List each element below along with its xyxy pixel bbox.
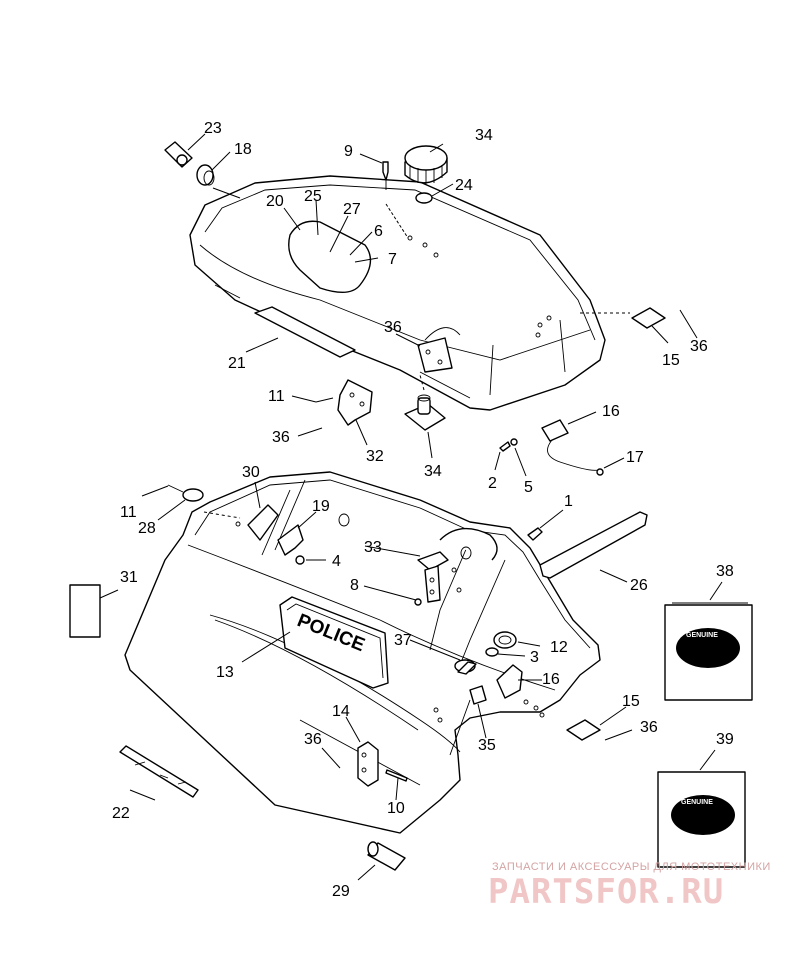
trim-26 <box>539 511 648 579</box>
callout-15-upper: 15 <box>662 352 680 369</box>
callout-10: 10 <box>387 800 405 817</box>
callout-34-upper: 34 <box>475 127 493 144</box>
callout-37: 37 <box>394 632 412 649</box>
saddlebag-lid <box>189 175 606 411</box>
callout-21: 21 <box>228 355 246 372</box>
callout-22: 22 <box>112 805 130 822</box>
screw-9 <box>382 161 389 190</box>
callout-3: 3 <box>530 649 539 666</box>
watermark-logo: PARTSFOR.RU <box>488 872 725 912</box>
weatherstrip-21 <box>254 306 356 358</box>
knob-34 <box>404 145 448 185</box>
callout-18: 18 <box>234 141 252 158</box>
callout-30: 30 <box>242 464 260 481</box>
washer-5 <box>510 438 518 446</box>
callout-4: 4 <box>332 553 341 570</box>
callout-35: 35 <box>478 737 496 754</box>
callout-36-lower: 36 <box>640 719 658 736</box>
grommet-12 <box>493 631 517 649</box>
callout-33: 33 <box>364 539 382 556</box>
nut-8 <box>414 598 422 606</box>
callout-26: 26 <box>630 577 648 594</box>
genuine-sub-38: MOTOR PARTS <box>690 660 727 666</box>
genuine-brand-38: GENUINE <box>686 632 718 639</box>
callout-6: 6 <box>374 223 383 240</box>
plate-15-upper <box>631 307 666 329</box>
key-lock-37 <box>454 659 477 675</box>
part-3 <box>485 647 499 657</box>
callout-9: 9 <box>344 143 353 160</box>
callout-12: 12 <box>550 639 568 656</box>
plate-15-lower <box>566 719 601 741</box>
callout-14: 14 <box>332 703 350 720</box>
callout-5: 5 <box>524 479 533 496</box>
switch-16 <box>541 419 604 476</box>
callout-13: 13 <box>216 664 234 681</box>
callout-28: 28 <box>138 520 156 537</box>
spacer-24 <box>415 192 433 204</box>
screw-2 <box>499 441 511 452</box>
clip-29 <box>367 841 406 871</box>
decal-31 <box>69 584 101 638</box>
callout-24: 24 <box>455 177 473 194</box>
nut-4 <box>295 555 305 565</box>
callout-36-bracket: 36 <box>272 429 290 446</box>
screw-11-lower <box>167 484 184 493</box>
callout-39: 39 <box>716 731 734 748</box>
callout-1: 1 <box>564 493 573 510</box>
pin-10 <box>385 769 408 782</box>
callout-31: 31 <box>120 569 138 586</box>
genuine-box-38: GENUINE MOTOR PARTS <box>664 602 753 701</box>
latch-33 <box>417 551 449 603</box>
callout-16-lower: 16 <box>542 671 560 688</box>
callout-11-upper: 11 <box>268 388 285 405</box>
callout-23: 23 <box>204 120 222 137</box>
emblem-22 <box>119 745 199 798</box>
callout-2: 2 <box>488 475 497 492</box>
callout-25: 25 <box>304 188 322 205</box>
callout-labels: 1 2 3 4 5 6 7 8 9 10 11 11 12 13 14 15 1… <box>112 120 734 900</box>
watermark-tagline: ЗАПЧАСТИ И АКСЕССУАРЫ ДЛЯ МОТОТЕХНИКИ <box>492 861 771 873</box>
lock-23 <box>164 141 193 168</box>
callout-34-lower: 34 <box>424 463 442 480</box>
hinge-plate-lid <box>417 337 453 373</box>
bushing-18 <box>196 164 215 186</box>
hinge-bracket-32 <box>337 379 373 426</box>
stay-bracket-34 <box>404 394 446 431</box>
callout-20: 20 <box>266 193 284 210</box>
callout-15-lower: 15 <box>622 693 640 710</box>
callout-36-right: 36 <box>690 338 708 355</box>
callout-8: 8 <box>350 577 359 594</box>
callout-29: 29 <box>332 883 350 900</box>
genuine-sub-39: MOTOR PARTS <box>685 827 722 833</box>
callout-36-lid: 36 <box>384 319 402 336</box>
bracket-30 <box>247 504 279 541</box>
screw-11-upper <box>315 397 334 403</box>
callout-36-hinge: 36 <box>304 731 322 748</box>
callout-7: 7 <box>388 251 397 268</box>
screw-1 <box>527 527 543 541</box>
callout-19: 19 <box>312 498 330 515</box>
callout-11-lower: 11 <box>120 504 137 521</box>
callout-32: 32 <box>366 448 384 465</box>
callout-16-upper: 16 <box>602 403 620 420</box>
genuine-box-39: GENUINE MOTOR PARTS <box>657 771 746 868</box>
callout-17: 17 <box>626 449 644 466</box>
bracket-35 <box>469 685 487 705</box>
hinge-16 <box>496 664 523 699</box>
callout-27: 27 <box>343 201 361 218</box>
bracket-19 <box>277 524 304 556</box>
hinge-14 <box>357 741 379 787</box>
washer-28 <box>182 488 204 502</box>
genuine-brand-39: GENUINE <box>681 799 713 806</box>
leader-lines <box>99 133 723 881</box>
callout-38: 38 <box>716 563 734 580</box>
